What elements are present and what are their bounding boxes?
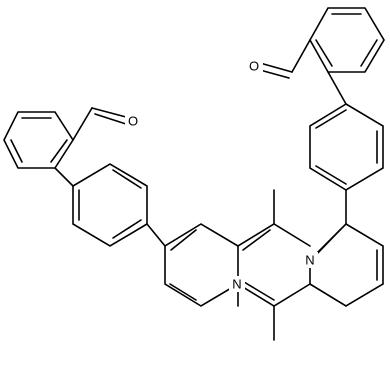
top-aldehyde-group bbox=[259, 39, 311, 79]
top-phenylene-ring bbox=[309, 71, 384, 225]
phenanthroline-core bbox=[164, 189, 384, 341]
left-benzaldehyde-ring bbox=[3, 111, 74, 187]
top-benzaldehyde-ring bbox=[309, 7, 385, 73]
nitrogen-left-label: N bbox=[232, 277, 241, 292]
nitrogen-right-label: N bbox=[305, 253, 314, 268]
oxygen-left-label: O bbox=[128, 114, 138, 129]
oxygen-top-label: O bbox=[249, 59, 259, 74]
left-aldehyde-group bbox=[72, 107, 127, 141]
left-phenylene-ring bbox=[72, 163, 166, 247]
